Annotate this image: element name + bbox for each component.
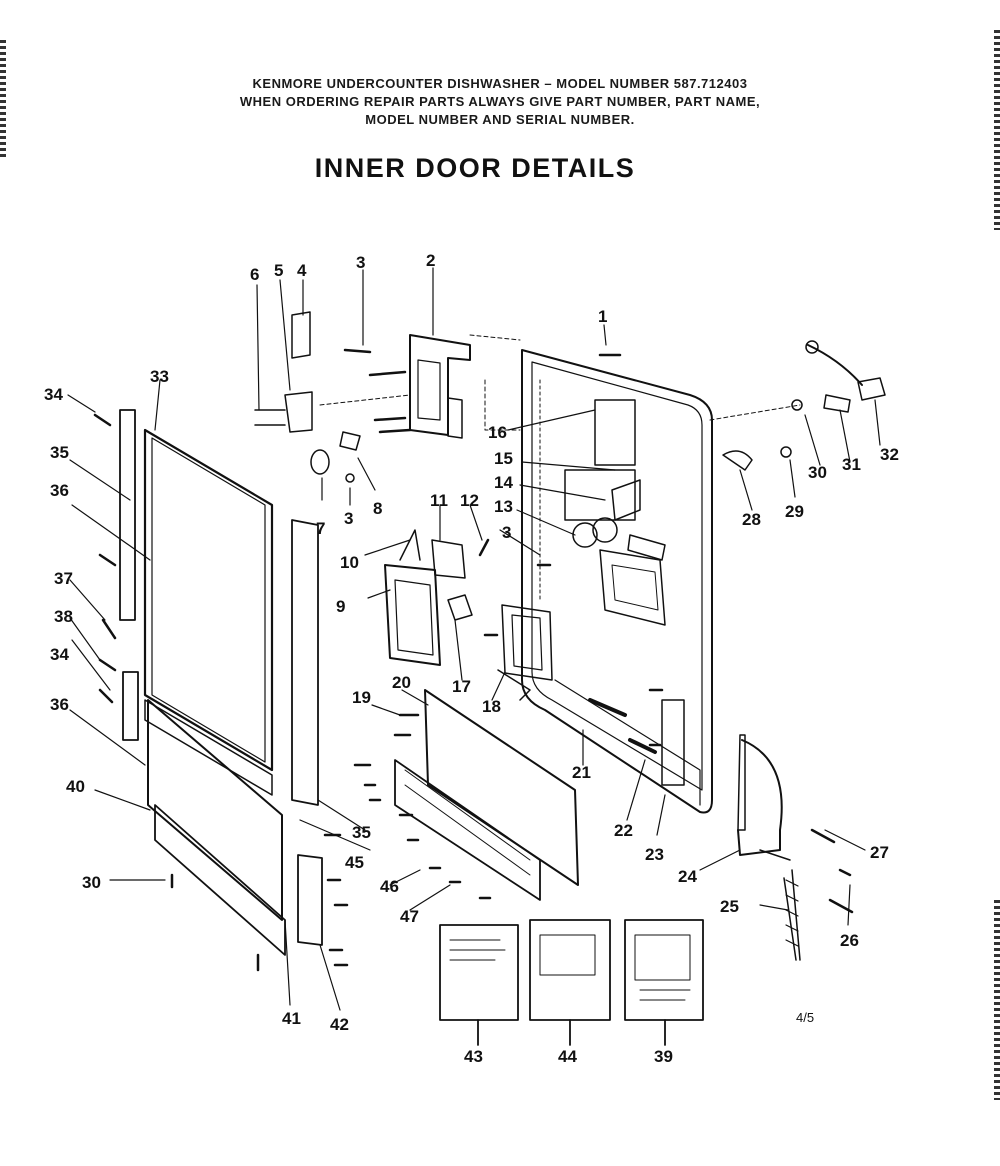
callout-24: 24 — [678, 867, 697, 886]
callout-4: 4 — [297, 261, 307, 280]
callout-5: 5 — [274, 261, 283, 280]
callout-45: 45 — [345, 853, 364, 872]
callout-3: 3 — [356, 253, 365, 272]
callout-41: 41 — [282, 1009, 301, 1028]
callout-21: 21 — [572, 763, 591, 782]
scan-edge-right — [994, 30, 1000, 230]
callout-15: 15 — [494, 449, 513, 468]
callout-3: 3 — [344, 509, 353, 528]
callout-42: 42 — [330, 1015, 349, 1034]
callout-30: 30 — [808, 463, 827, 482]
scan-edge-left — [0, 40, 6, 160]
callout-40: 40 — [66, 777, 85, 796]
callout-34: 34 — [44, 385, 63, 404]
outer-door-panel — [119, 409, 319, 806]
callout-22: 22 — [614, 821, 633, 840]
callout-34: 34 — [50, 645, 69, 664]
callout-20: 20 — [392, 673, 411, 692]
callout-13: 13 — [494, 497, 513, 516]
callout-7: 7 — [316, 519, 325, 538]
callout-12: 12 — [460, 491, 479, 510]
callout-26: 26 — [840, 931, 859, 950]
callout-11: 11 — [430, 491, 448, 510]
door-hinge-spring-parts — [709, 340, 886, 961]
callout-19: 19 — [352, 688, 371, 707]
callout-18: 18 — [482, 697, 501, 716]
console-strip-assembly — [394, 689, 579, 901]
header-line-1: KENMORE UNDERCOUNTER DISHWASHER – MODEL … — [252, 76, 748, 91]
dispenser-assembly — [384, 529, 553, 701]
manual-sheets — [439, 919, 704, 1046]
callout-25: 25 — [720, 897, 739, 916]
callout-8: 8 — [373, 499, 382, 518]
callout-36: 36 — [50, 695, 69, 714]
small-hinge-parts — [310, 431, 361, 483]
callout-10: 10 — [340, 553, 359, 572]
callout-2: 2 — [426, 251, 435, 270]
callout-3: 3 — [502, 523, 511, 542]
latch-bracket-assembly — [254, 311, 521, 439]
callout-27: 27 — [870, 843, 889, 862]
lower-control-panel — [147, 699, 323, 956]
callout-44: 44 — [558, 1047, 577, 1066]
callout-23: 23 — [645, 845, 664, 864]
callout-17: 17 — [452, 677, 471, 696]
inner-door-panel — [521, 349, 713, 814]
callout-1: 1 — [598, 307, 607, 326]
callout-33: 33 — [150, 367, 169, 386]
callout-16: 16 — [488, 423, 507, 442]
callout-47: 47 — [400, 907, 419, 926]
header-line-3: MODEL NUMBER AND SERIAL NUMBER. — [365, 112, 635, 127]
fasteners — [93, 353, 664, 972]
callout-6: 6 — [250, 265, 259, 284]
callout-35: 35 — [50, 443, 69, 462]
callout-32: 32 — [880, 445, 899, 464]
callout-46: 46 — [380, 877, 399, 896]
leader-lines — [67, 267, 881, 1011]
callout-14: 14 — [494, 473, 513, 492]
callout-36: 36 — [50, 481, 69, 500]
callout-30: 30 — [82, 873, 101, 892]
page-code: 4/5 — [796, 1010, 814, 1025]
diagram-title: INNER DOOR DETAILS — [314, 153, 636, 183]
callout-35: 35 — [352, 823, 371, 842]
callout-29: 29 — [785, 502, 804, 521]
callout-37: 37 — [54, 569, 73, 588]
callout-31: 31 — [842, 455, 861, 474]
callout-28: 28 — [742, 510, 761, 529]
scan-edge-right-lower — [994, 900, 1000, 1100]
callout-9: 9 — [336, 597, 345, 616]
header-line-2: WHEN ORDERING REPAIR PARTS ALWAYS GIVE P… — [239, 94, 761, 109]
callout-39: 39 — [654, 1047, 673, 1066]
callout-43: 43 — [464, 1047, 483, 1066]
callout-38: 38 — [54, 607, 73, 626]
